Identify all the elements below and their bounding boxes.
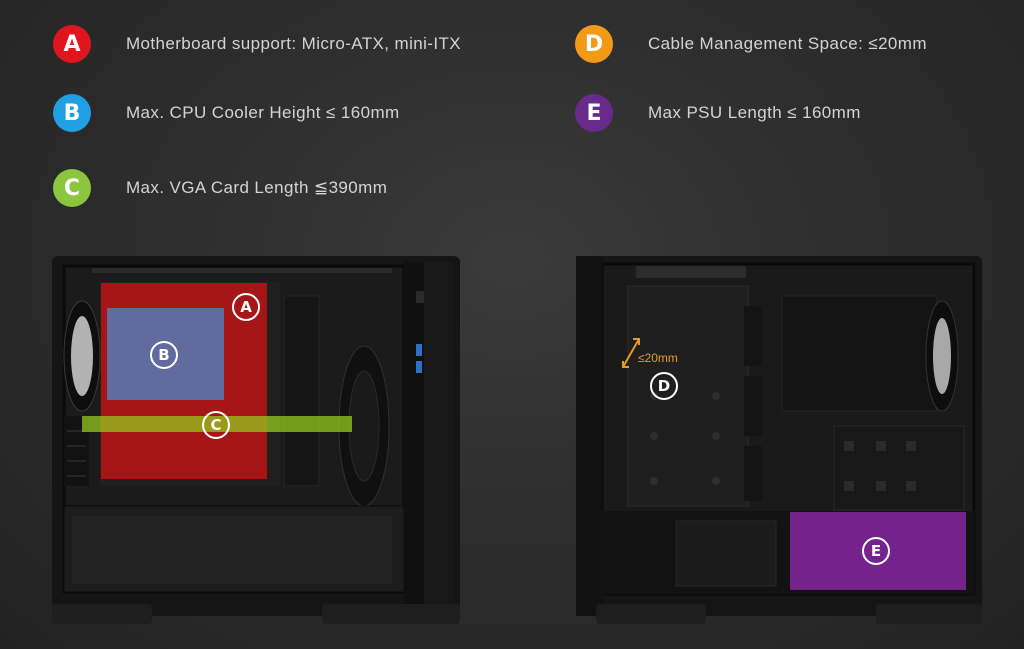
front-fan-icon	[63, 300, 101, 412]
gap-arrow-icon	[622, 338, 640, 368]
badge-b: B	[53, 94, 91, 132]
spec-psu: E Max PSU Length ≤ 160mm	[575, 93, 860, 133]
marker-b: B	[150, 341, 178, 369]
spec-motherboard-text: Motherboard support: Micro-ATX, mini-ITX	[126, 34, 461, 53]
spec-motherboard: A Motherboard support: Micro-ATX, mini-I…	[53, 24, 461, 64]
case-left-view: A B C	[52, 256, 460, 624]
rear-fan-icon	[338, 345, 390, 507]
marker-d: D	[650, 372, 678, 400]
badge-e: E	[575, 94, 613, 132]
marker-e: E	[862, 537, 890, 565]
badge-c: C	[53, 169, 91, 207]
rear-fan-icon	[925, 300, 959, 412]
spec-vga-card-text: Max. VGA Card Length ≦390mm	[126, 178, 388, 197]
ssd-mount-icon	[833, 425, 965, 511]
badge-a: A	[53, 25, 91, 63]
cable-gap-label: ≤20mm	[638, 351, 678, 365]
spec-vga-card: C Max. VGA Card Length ≦390mm	[53, 168, 387, 208]
marker-c: C	[202, 411, 230, 439]
spec-cable-management: D Cable Management Space: ≤20mm	[575, 24, 927, 64]
front-io-ports-icon	[416, 291, 424, 373]
spec-cpu-cooler: B Max. CPU Cooler Height ≤ 160mm	[53, 93, 399, 133]
case-right-view: ≤20mm D E	[576, 256, 982, 624]
spec-cpu-cooler-text: Max. CPU Cooler Height ≤ 160mm	[126, 103, 400, 122]
marker-a: A	[232, 293, 260, 321]
spec-psu-text: Max PSU Length ≤ 160mm	[648, 103, 861, 122]
spec-cable-management-text: Cable Management Space: ≤20mm	[648, 34, 927, 53]
badge-d: D	[575, 25, 613, 63]
